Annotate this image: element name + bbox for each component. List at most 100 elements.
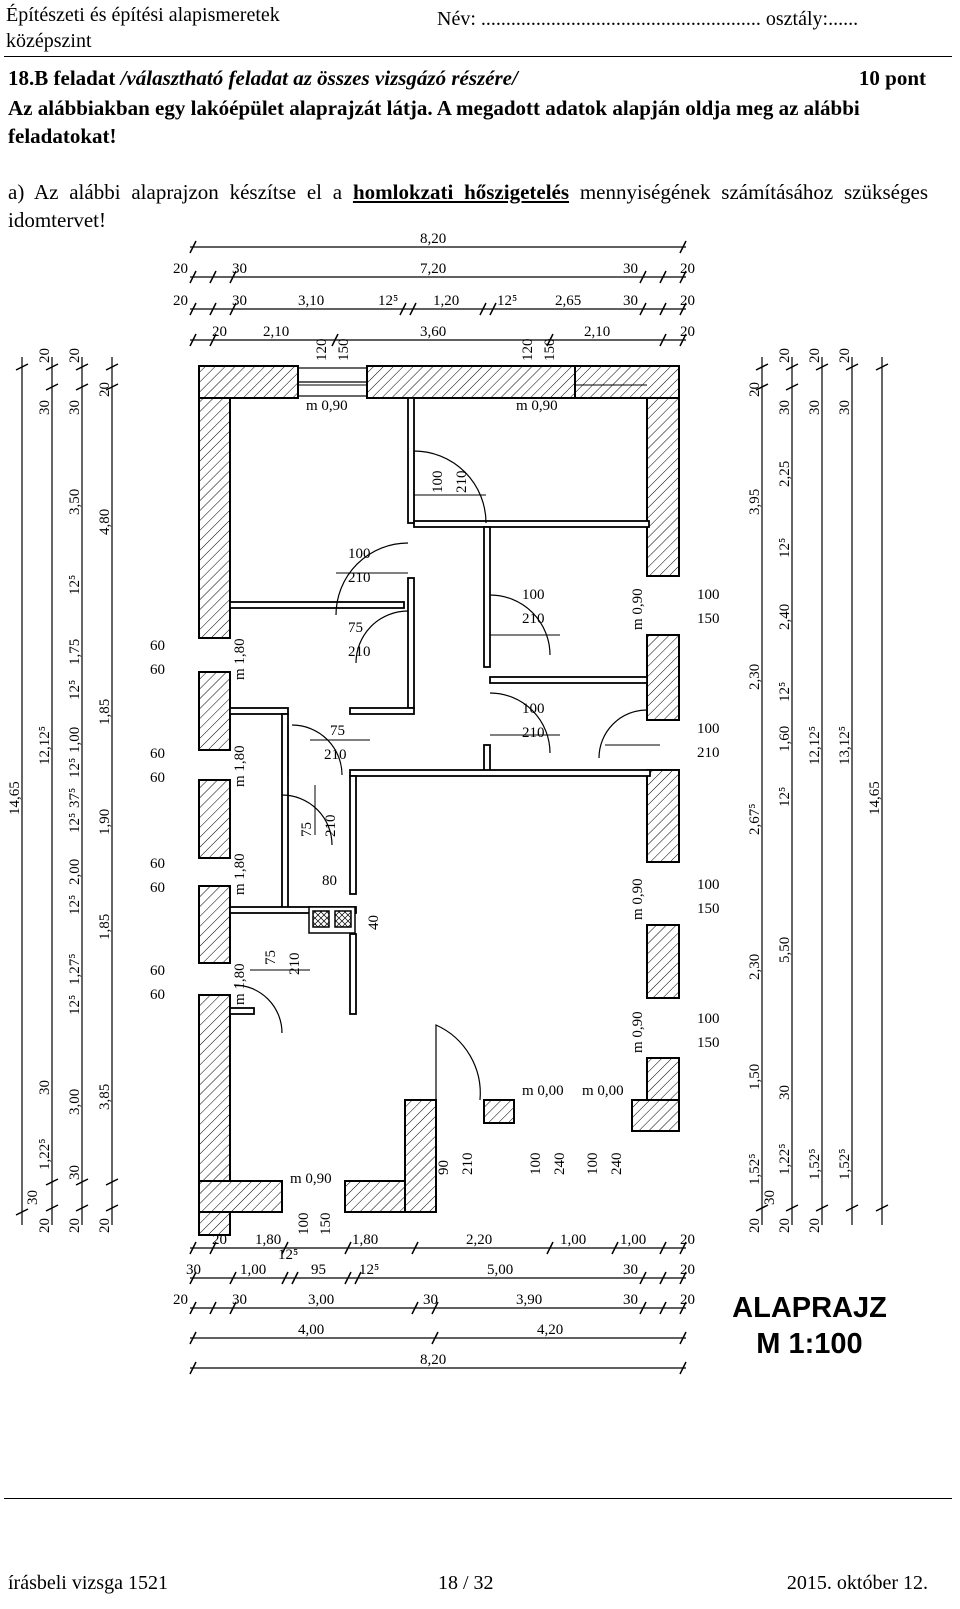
wall-right-1 — [646, 397, 680, 577]
left-win2-m: m 1,80 — [232, 745, 248, 787]
dim-top-row3-8: 20 — [680, 293, 695, 309]
bottom-dimension-labels: 20 1,80 1,80 2,20 1,00 1,00 20 30 1,00 1… — [173, 1232, 695, 1368]
dim-top-row2-4: 20 — [680, 261, 695, 277]
right-win4-a: 100 — [697, 1011, 720, 1027]
dim-top-row3-6: 2,65 — [555, 293, 581, 309]
dim-right-col2-2: 2,25 — [777, 461, 793, 487]
dim-bot-row1-1: 1,80 — [255, 1232, 281, 1248]
dim-right-col3-1: 30 — [807, 400, 823, 415]
dim-bot-row2-7: 20 — [680, 1262, 695, 1278]
opening-labels: 120 150 m 0,90 120 150 m 0,90 100 210 10… — [150, 339, 720, 1236]
wall-right-3 — [646, 769, 680, 863]
terrace-door1-1: 240 — [552, 1153, 568, 1176]
dim-right-col1-4: 2,30 — [747, 954, 763, 980]
dim-bot-row2-1: 1,00 — [240, 1262, 266, 1278]
left-win4-a: 60 — [150, 963, 165, 979]
task-points: 10 pont — [858, 66, 926, 90]
dim-right-col3-3: 1,52⁵ — [807, 1149, 823, 1180]
dim-left-col2-4: 30 — [37, 1080, 53, 1095]
door-small2-0: 75 — [330, 723, 345, 739]
dim-right-col3-2: 12,12⁵ — [807, 726, 823, 765]
floor-plan-drawing: 8,20 20 30 7,20 30 20 20 30 3,10 12⁵ 1,2… — [7, 231, 889, 1375]
right-win4-m: m 0,90 — [630, 1011, 646, 1053]
dim-left-col3-5: 12⁵ — [67, 680, 83, 700]
dim-top-row3-1: 30 — [232, 293, 247, 309]
header-name-field: Név: ...................................… — [437, 8, 859, 30]
wall-bottom-left — [198, 1180, 283, 1213]
dim-top-row4-1: 2,10 — [263, 324, 289, 340]
right-win2-b: 210 — [697, 745, 720, 761]
interior-walls — [229, 397, 651, 1015]
dim-right-col4-0: 20 — [837, 348, 853, 363]
dim-left-col4-0: 20 — [97, 382, 113, 397]
win-top-right-h0: 120 — [520, 339, 536, 362]
dim-bot-row3-6: 20 — [680, 1292, 695, 1308]
dim-left-col1-0: 14,65 — [7, 781, 23, 815]
dim-right-col1-2: 2,30 — [747, 664, 763, 690]
plan-title-line1: ALAPRAJZ — [732, 1292, 887, 1324]
dim-left-col4-3: 1,90 — [97, 809, 113, 835]
task-title-prefix: 18.B feladat — [8, 66, 121, 90]
right-win4-b: 150 — [697, 1035, 720, 1051]
dimension-ticks — [15, 240, 889, 1375]
dim-left-col3-0: 20 — [67, 348, 83, 363]
door-right1-1: 210 — [522, 611, 545, 627]
dim-left-col3-8: 37⁵ — [67, 788, 83, 808]
dim-left-col2-3: 1,22⁵ — [37, 1139, 53, 1170]
top-dimension-labels: 8,20 20 30 7,20 30 20 20 30 3,10 12⁵ 1,2… — [173, 231, 695, 340]
dim-right-col2-4: 2,40 — [777, 604, 793, 630]
dim-left-col3-11: 12⁵ — [67, 895, 83, 915]
dim-top-row2-1: 30 — [232, 261, 247, 277]
top-windows — [297, 367, 368, 397]
door-small3-1: 210 — [323, 815, 339, 838]
left-win2-b: 60 — [150, 770, 165, 786]
left-win3-b: 60 — [150, 880, 165, 896]
dim-left-col3-15: 30 — [67, 1165, 83, 1180]
door-right2-1: 210 — [522, 725, 545, 741]
door-small3-0: 75 — [299, 822, 315, 837]
terrace-m1: m 0,00 — [522, 1083, 564, 1099]
wall-right-6 — [631, 1099, 680, 1132]
dim-left-col3-14: 3,00 — [67, 1089, 83, 1115]
dim-top-row3-5: 12⁵ — [497, 293, 517, 309]
dim-top-row4-0: 20 — [212, 324, 227, 340]
left-win1-m: m 1,80 — [232, 638, 248, 680]
bottom-win-m: m 0,90 — [290, 1171, 332, 1187]
header-subject: Építészeti és építési alapismeretek közé… — [6, 2, 280, 54]
dim-left-col3-9: 12⁵ — [67, 813, 83, 833]
dim-bot-row3-0: 20 — [173, 1292, 188, 1308]
door-small4-1: 210 — [287, 953, 303, 976]
dim-bot-row1-2: 1,80 — [352, 1232, 378, 1248]
win-top-left-m: m 0,90 — [306, 398, 348, 414]
dim-right-col2-11: 30 — [762, 1190, 778, 1205]
dim-left-col3-3: 12⁵ — [67, 575, 83, 595]
wall-terrace-post — [483, 1099, 515, 1124]
dim-bot-row1-6: 20 — [680, 1232, 695, 1248]
task-a-suffix: mennyiségének számításához szükséges ido… — [8, 180, 928, 232]
header-subject-line2: középszint — [6, 30, 92, 52]
dim-top-row3-0: 20 — [173, 293, 188, 309]
dim-bot-row3-5: 30 — [623, 1292, 638, 1308]
task-a: a) Az alábbi alaprajzon készítse el a ho… — [8, 178, 928, 234]
chimney-depth: 40 — [366, 915, 382, 930]
dim-right-col2-0: 20 — [777, 348, 793, 363]
win-top-right-m: m 0,90 — [516, 398, 558, 414]
dim-left-col2-1: 30 — [37, 400, 53, 415]
dim-right-col2-12: 20 — [777, 1218, 793, 1233]
footer-date: 2015. október 12. — [786, 1572, 928, 1594]
door-hall-1: 210 — [348, 570, 371, 586]
dim-right-col1-7: 20 — [747, 1218, 763, 1233]
dim-bot-row2-0: 30 — [186, 1262, 201, 1278]
right-win1-b: 150 — [697, 611, 720, 627]
task-title: 18.B feladat /választható feladat az öss… — [8, 66, 518, 91]
footer-page: 18 / 32 — [438, 1572, 494, 1594]
dim-top-row3-2: 3,10 — [298, 293, 324, 309]
dim-top-row4-2: 3,60 — [420, 324, 446, 340]
dim-right-col3-0: 20 — [807, 348, 823, 363]
dim-left-col4-4: 1,85 — [97, 914, 113, 940]
header-subject-line1: Építészeti és építési alapismeretek — [6, 4, 280, 26]
dim-right-col1-3: 2,67⁵ — [747, 804, 763, 835]
dim-left-col3-16: 20 — [67, 1218, 83, 1233]
terrace-door2-0: 100 — [585, 1153, 601, 1176]
dim-left-col3-12: 1,27⁵ — [67, 954, 83, 985]
